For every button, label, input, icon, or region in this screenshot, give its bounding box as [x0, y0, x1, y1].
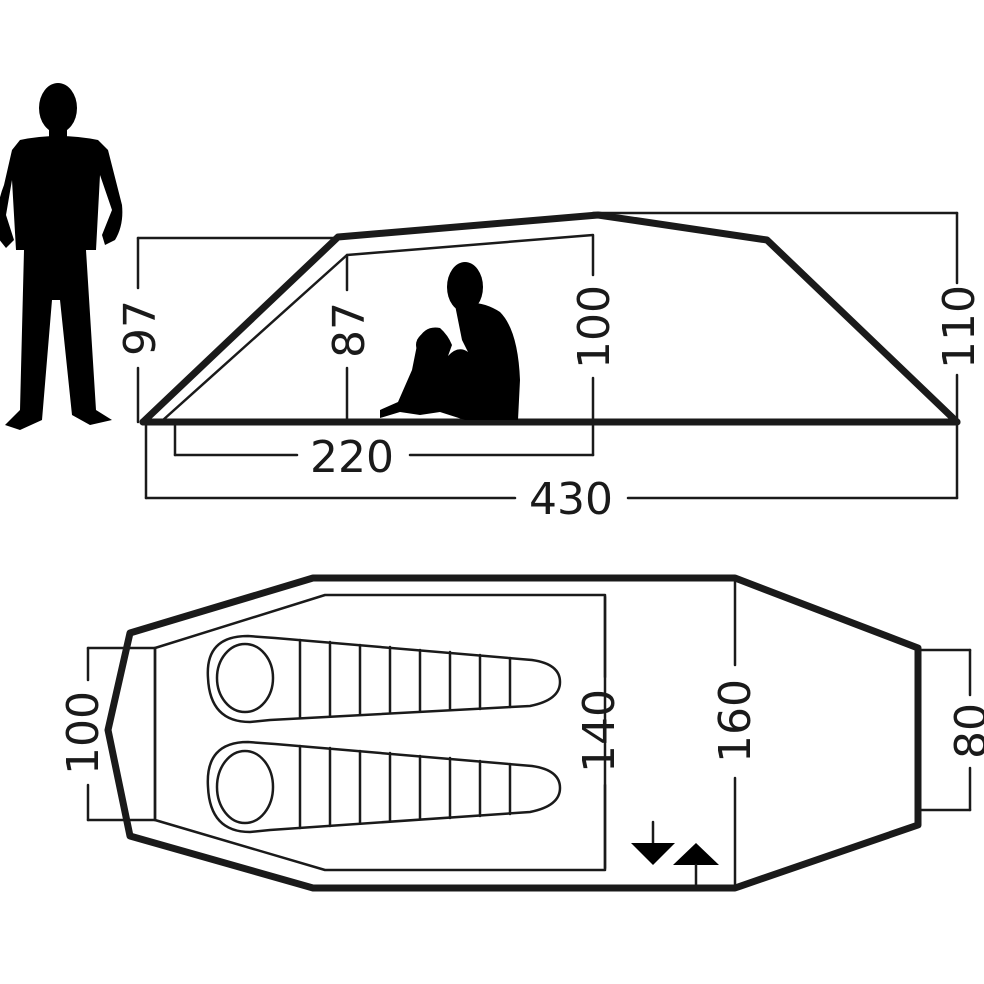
sitting-person-icon	[380, 262, 520, 420]
side-inner-height-left-label: 97	[115, 300, 166, 356]
side-outer-height-label: 110	[934, 285, 984, 369]
standing-person-icon	[0, 83, 123, 430]
top-inner-width-label: 140	[574, 689, 625, 773]
side-inner-length-label: 220	[310, 432, 394, 483]
side-inner-height-mid-label: 87	[324, 302, 375, 358]
top-vestibule-width-label: 80	[946, 703, 984, 759]
sleeping-bag-icon	[206, 634, 562, 724]
top-end-width-label: 100	[58, 691, 109, 775]
sleeping-bag-icon	[206, 740, 562, 834]
entrance-arrows-icon	[631, 820, 719, 890]
side-peak-height-label: 100	[569, 285, 620, 369]
top-outer-width-label: 160	[710, 679, 761, 763]
side-outer-length-label: 430	[529, 474, 613, 525]
